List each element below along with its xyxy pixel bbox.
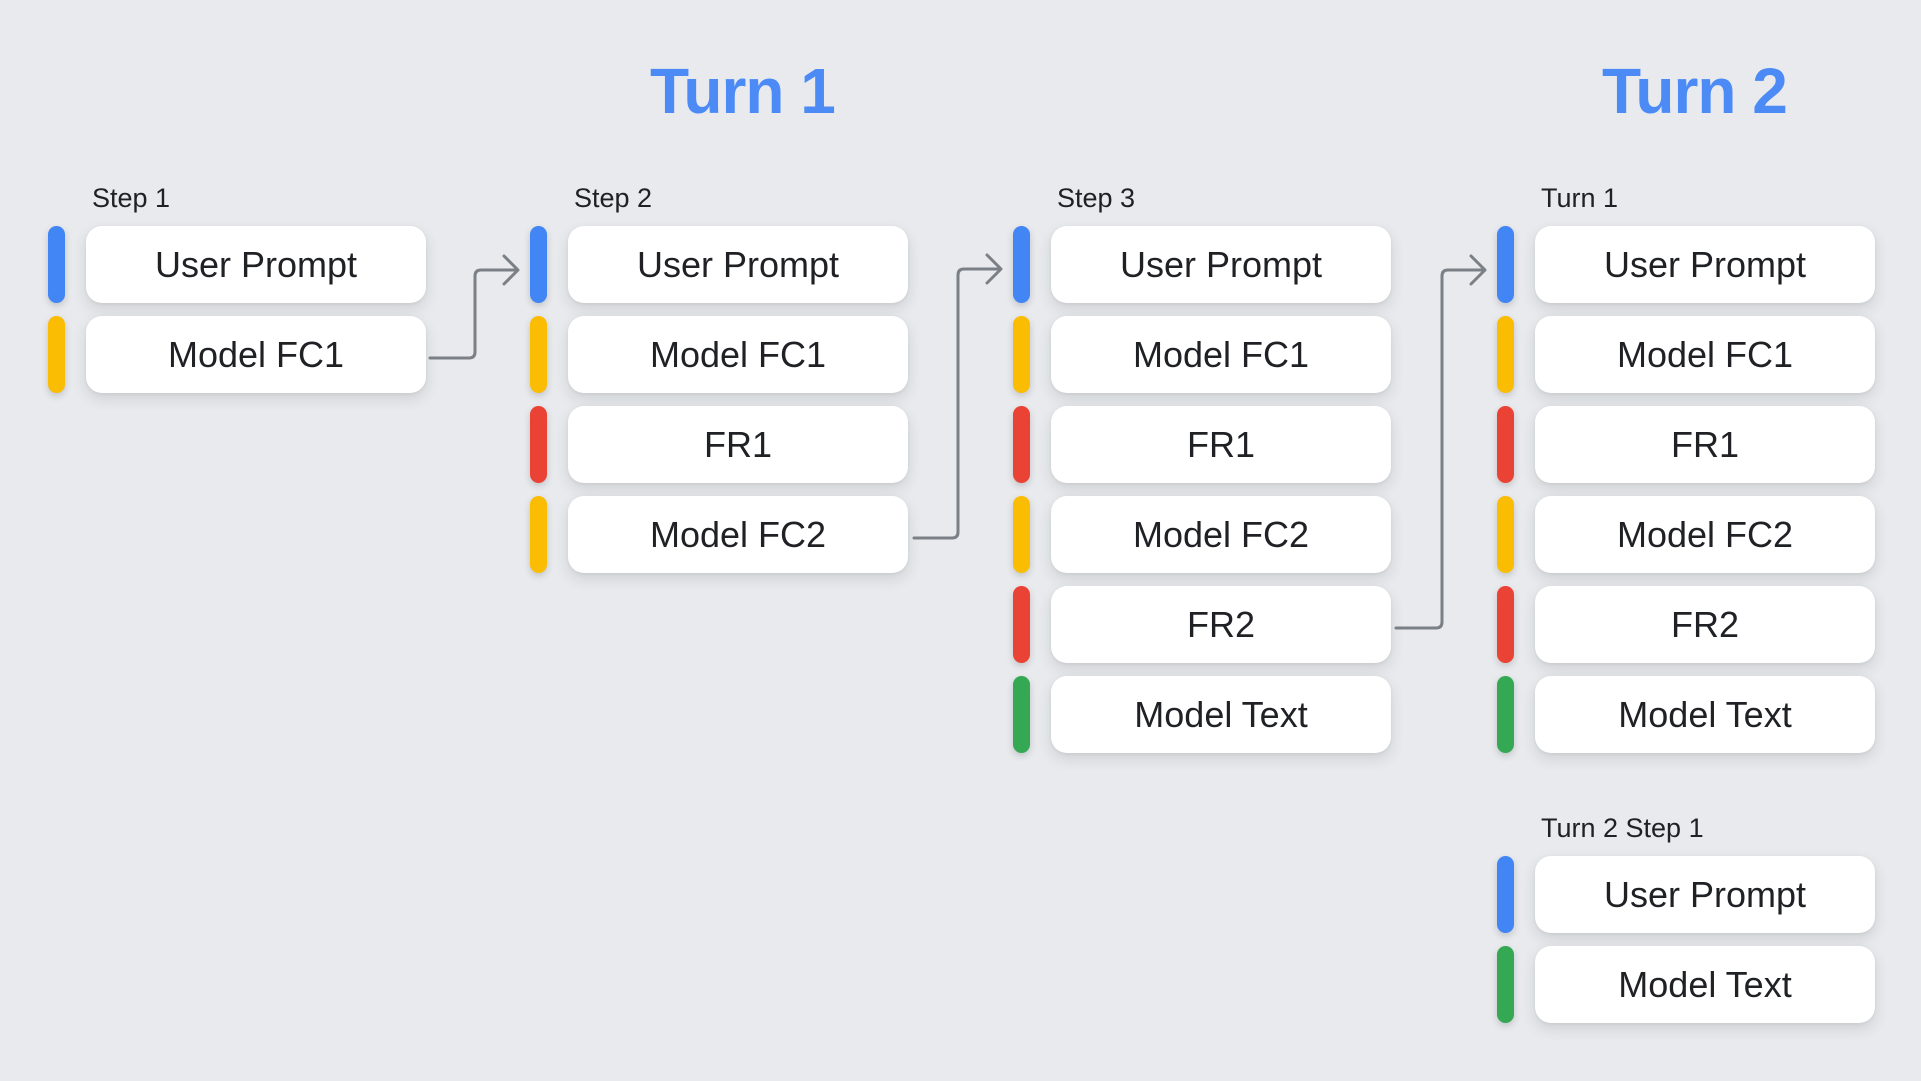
list-item: Model FC1	[1013, 316, 1391, 393]
list-item: Model Text	[1013, 676, 1391, 753]
content-card: FR1	[1051, 406, 1391, 483]
role-color-bar	[530, 316, 547, 393]
list-item: Model FC1	[530, 316, 908, 393]
column-rows: User Prompt Model FC1 FR1 Model FC2	[530, 226, 908, 573]
content-card: FR2	[1051, 586, 1391, 663]
role-color-bar	[48, 226, 65, 303]
column-rows: User Prompt Model Text	[1497, 856, 1875, 1023]
role-color-bar	[1013, 226, 1030, 303]
column-rows: User Prompt Model FC1 FR1 Model FC2 FR2 …	[1497, 226, 1875, 753]
list-item: FR2	[1013, 586, 1391, 663]
content-card: Model FC2	[1051, 496, 1391, 573]
role-color-bar	[1497, 586, 1514, 663]
content-card: User Prompt	[1535, 856, 1875, 933]
role-color-bar	[1013, 586, 1030, 663]
list-item: FR1	[530, 406, 908, 483]
list-item: Model Text	[1497, 676, 1875, 753]
arrow-step2-to-step3	[912, 253, 1003, 540]
role-color-bar	[1497, 946, 1514, 1023]
role-color-bar	[1497, 226, 1514, 303]
role-color-bar	[48, 316, 65, 393]
arrowhead-icon	[985, 253, 1003, 285]
content-card: Model FC1	[568, 316, 908, 393]
arrowhead-icon	[1469, 254, 1487, 286]
role-color-bar	[530, 226, 547, 303]
content-card: Model FC1	[1051, 316, 1391, 393]
content-card: User Prompt	[568, 226, 908, 303]
turn-2-section-header: Turn 2	[1602, 55, 1788, 127]
list-item: Model FC2	[1013, 496, 1391, 573]
list-item: FR1	[1497, 406, 1875, 483]
role-color-bar	[1013, 496, 1030, 573]
role-color-bar	[530, 406, 547, 483]
list-item: Model FC2	[530, 496, 908, 573]
column-label: Step 1	[92, 183, 171, 213]
list-item: FR1	[1013, 406, 1391, 483]
list-item: Model Text	[1497, 946, 1875, 1023]
column-label: Turn 2 Step 1	[1541, 813, 1704, 843]
content-card: FR2	[1535, 586, 1875, 663]
arrow-step3-to-turn2	[1394, 254, 1487, 630]
content-card: Model Text	[1535, 946, 1875, 1023]
column-step-2: Step 2 User Prompt Model FC1 FR1 Model F…	[530, 182, 908, 573]
column-turn-2-step-1: Turn 2 Step 1 User Prompt Model Text	[1497, 812, 1875, 1023]
content-card: Model FC1	[86, 316, 426, 393]
list-item: Model FC1	[48, 316, 426, 393]
content-card: Model FC1	[1535, 316, 1875, 393]
list-item: FR2	[1497, 586, 1875, 663]
column-label: Turn 1	[1541, 183, 1619, 213]
content-card: FR1	[1535, 406, 1875, 483]
role-color-bar	[1497, 676, 1514, 753]
content-card: User Prompt	[1051, 226, 1391, 303]
content-card: Model Text	[1051, 676, 1391, 753]
role-color-bar	[1013, 316, 1030, 393]
role-color-bar	[1497, 316, 1514, 393]
content-card: User Prompt	[1535, 226, 1875, 303]
column-label: Step 3	[1057, 183, 1136, 213]
column-turn-1-context: Turn 1 User Prompt Model FC1 FR1 Model F…	[1497, 182, 1875, 753]
list-item: Model FC2	[1497, 496, 1875, 573]
role-color-bar	[1013, 406, 1030, 483]
turn-1-section-header: Turn 1	[650, 55, 836, 127]
list-item: Model FC1	[1497, 316, 1875, 393]
arrow-step1-to-step2	[428, 254, 520, 360]
column-label: Step 2	[574, 183, 653, 213]
list-item: User Prompt	[530, 226, 908, 303]
role-color-bar	[1497, 496, 1514, 573]
content-card: FR1	[568, 406, 908, 483]
content-card: Model Text	[1535, 676, 1875, 753]
content-card: Model FC2	[568, 496, 908, 573]
list-item: User Prompt	[48, 226, 426, 303]
role-color-bar	[1497, 856, 1514, 933]
list-item: User Prompt	[1497, 226, 1875, 303]
role-color-bar	[1497, 406, 1514, 483]
arrowhead-icon	[502, 254, 520, 286]
list-item: User Prompt	[1497, 856, 1875, 933]
column-rows: User Prompt Model FC1	[48, 226, 426, 393]
role-color-bar	[1013, 676, 1030, 753]
column-step-1: Step 1 User Prompt Model FC1	[48, 182, 426, 393]
column-step-3: Step 3 User Prompt Model FC1 FR1 Model F…	[1013, 182, 1391, 753]
role-color-bar	[530, 496, 547, 573]
content-card: User Prompt	[86, 226, 426, 303]
content-card: Model FC2	[1535, 496, 1875, 573]
list-item: User Prompt	[1013, 226, 1391, 303]
column-rows: User Prompt Model FC1 FR1 Model FC2 FR2 …	[1013, 226, 1391, 753]
